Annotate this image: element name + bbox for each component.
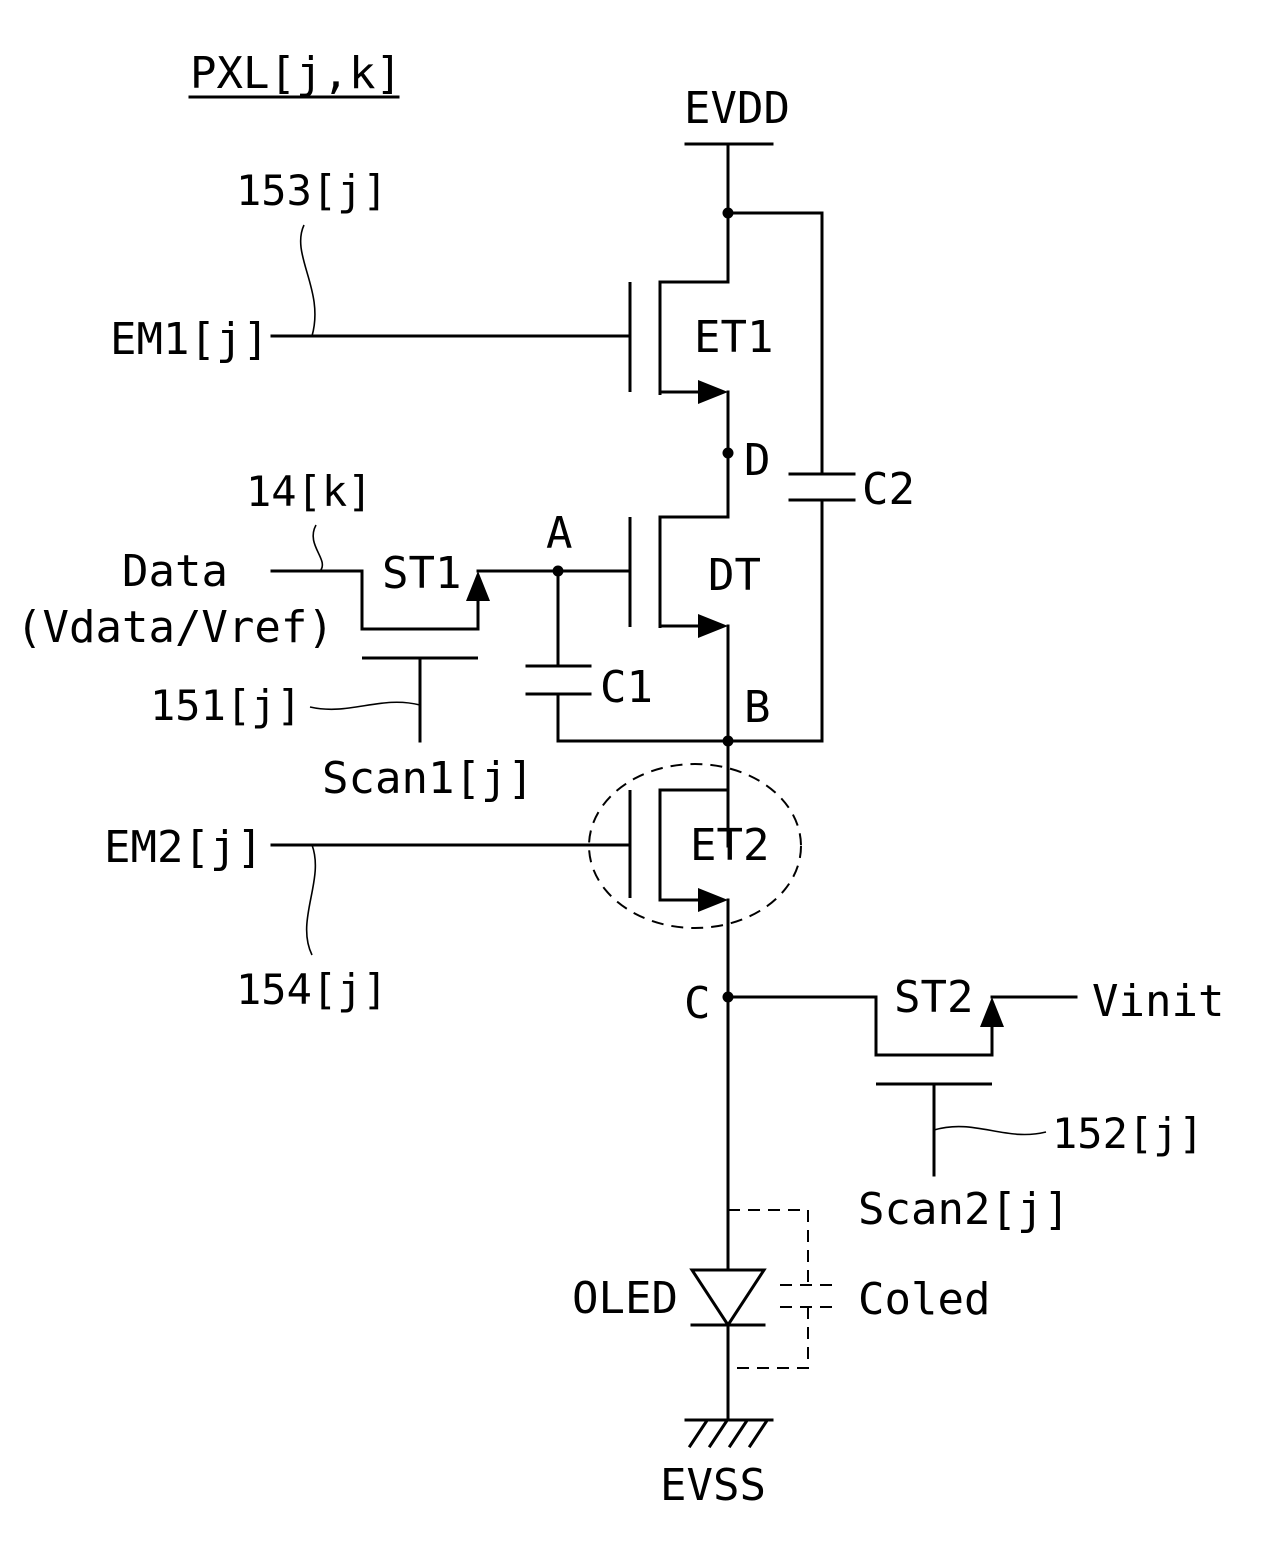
oled-diode bbox=[692, 1270, 764, 1420]
evdd-label: EVDD bbox=[684, 83, 790, 134]
c1-label: C1 bbox=[600, 662, 653, 713]
node-b-label: B bbox=[744, 682, 771, 733]
ref-151-label: 151[j] bbox=[150, 681, 302, 730]
capacitor-c2 bbox=[790, 474, 854, 500]
evss-ground bbox=[686, 1420, 772, 1446]
main-supply-path bbox=[728, 144, 822, 741]
ref-154-leader bbox=[307, 845, 316, 955]
node-c-label: C bbox=[684, 978, 711, 1029]
transistor-st2 bbox=[728, 997, 1076, 1175]
scan1-label: Scan1[j] bbox=[322, 753, 534, 804]
em2-label: EM2[j] bbox=[104, 822, 263, 873]
ref-153-leader bbox=[301, 225, 315, 336]
vinit-label: Vinit bbox=[1092, 976, 1224, 1027]
data-label: Data bbox=[122, 546, 228, 597]
et1-label: ET1 bbox=[694, 312, 773, 363]
evss-label: EVSS bbox=[660, 1460, 766, 1511]
ref-152-leader bbox=[934, 1127, 1046, 1135]
ref-151-leader bbox=[310, 702, 420, 709]
node-d-label: D bbox=[744, 435, 771, 486]
oled-label: OLED bbox=[572, 1273, 678, 1324]
ref-153-label: 153[j] bbox=[236, 166, 388, 215]
dt-label: DT bbox=[708, 550, 761, 601]
scan2-label: Scan2[j] bbox=[858, 1184, 1070, 1235]
ref-154-label: 154[j] bbox=[236, 965, 388, 1014]
node-a-label: A bbox=[546, 508, 573, 559]
node-d-dot bbox=[723, 448, 734, 459]
data-values-label: (Vdata/Vref) bbox=[16, 602, 334, 653]
c2-label: C2 bbox=[862, 464, 915, 515]
st2-label: ST2 bbox=[894, 972, 973, 1023]
em1-label: EM1[j] bbox=[110, 314, 269, 365]
ref-14-leader bbox=[313, 525, 322, 571]
junction-evdd bbox=[723, 208, 734, 219]
ref-14-label: 14[k] bbox=[246, 467, 372, 516]
st1-label: ST1 bbox=[382, 548, 461, 599]
figure-title: PXL[j,k] bbox=[190, 48, 402, 99]
ref-152-label: 152[j] bbox=[1052, 1109, 1204, 1158]
et2-label: ET2 bbox=[690, 820, 769, 871]
capacitor-c1 bbox=[527, 571, 822, 741]
coled-label: Coled bbox=[858, 1274, 990, 1325]
